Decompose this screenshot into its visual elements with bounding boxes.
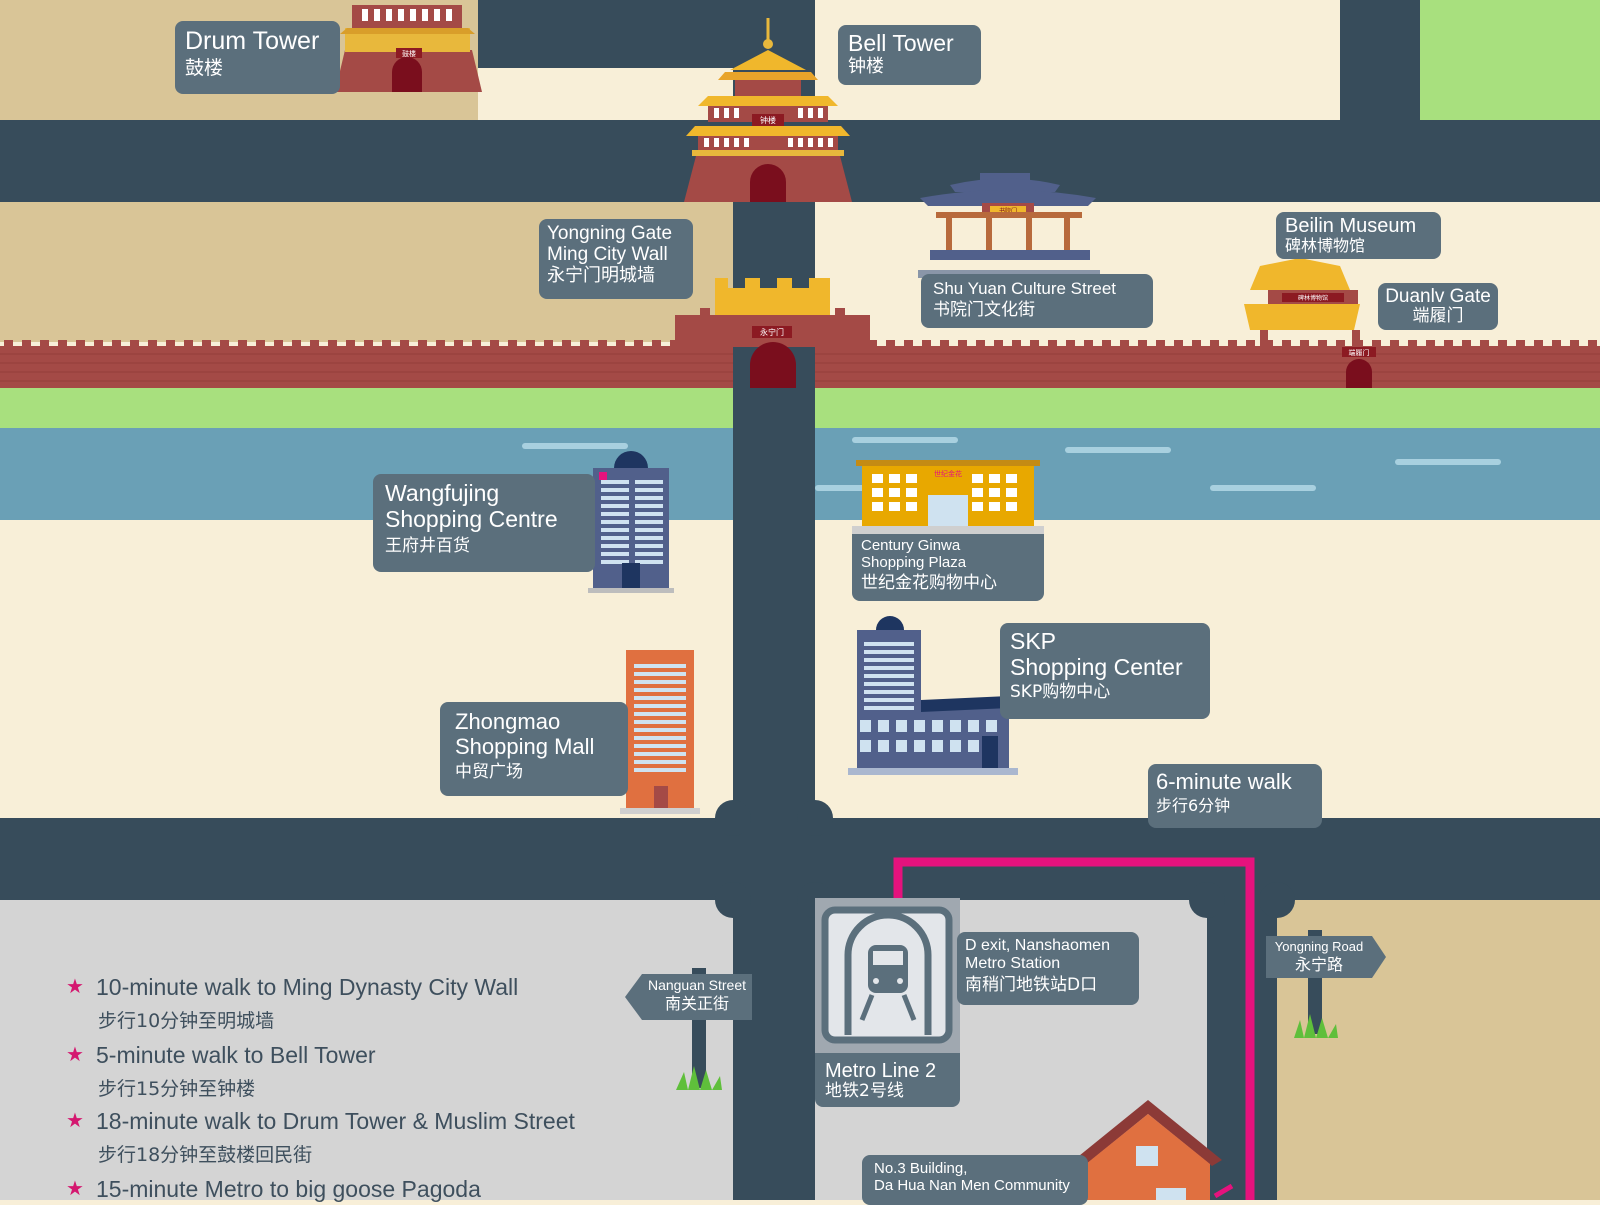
legend-item-en: 10-minute walk to Ming Dynasty City Wall bbox=[96, 974, 519, 1000]
nanguan-street-en: Nanguan Street bbox=[647, 977, 747, 993]
walk-6-zh: 步行6分钟 bbox=[1156, 795, 1231, 815]
yongning-gate-label: Yongning Gate Ming City Wall 永宁门明城墙 bbox=[539, 219, 693, 299]
svg-text:书院门: 书院门 bbox=[999, 207, 1017, 215]
shuyuan-label: Shu Yuan Culture Street 书院门文化街 bbox=[921, 274, 1153, 328]
century-ginwa-building: 世纪金花 bbox=[852, 460, 1044, 534]
road-right-vertical bbox=[1340, 0, 1420, 125]
svg-text:碑林博物馆: 碑林博物馆 bbox=[1298, 294, 1328, 302]
drum-tower-label: Drum Tower 鼓楼 bbox=[175, 21, 340, 94]
nanguan-street-sign: Nanguan Street 南关正街 bbox=[642, 974, 752, 1020]
zhongmao-name-en-1: Zhongmao bbox=[455, 709, 561, 734]
walk-6-label: 6-minute walk 步行6分钟 bbox=[1148, 764, 1322, 828]
wangfujing-name-en-2: Shopping Centre bbox=[385, 505, 558, 532]
legend-item-zh: 步行10分钟至明城墙 bbox=[98, 1010, 275, 1032]
metro-line-zh: 地铁2号线 bbox=[825, 1081, 904, 1102]
century-ginwa-name-zh: 世纪金花购物中心 bbox=[861, 572, 997, 593]
shuyuan-name-en: Shu Yuan Culture Street bbox=[933, 279, 1117, 298]
no3-building-en-1: No.3 Building, bbox=[874, 1160, 968, 1177]
metro-line-label: Metro Line 2 地铁2号线 bbox=[815, 1053, 960, 1107]
metro-icon bbox=[815, 898, 960, 1053]
metro-exit-zh: 南稍门地铁站D口 bbox=[965, 974, 1098, 995]
drum-tower-name-en: Drum Tower bbox=[185, 27, 320, 55]
beilin-museum-building: 碑林博物馆 bbox=[1244, 258, 1360, 346]
star-icon: ★ bbox=[66, 976, 84, 998]
century-ginwa-label: Century Ginwa Shopping Plaza 世纪金花购物中心 bbox=[852, 534, 1044, 601]
walk-6-en: 6-minute walk bbox=[1156, 769, 1292, 794]
beilin-name-en: Beilin Museum bbox=[1285, 215, 1417, 237]
yongning-gate-name-en-2: Ming City Wall bbox=[547, 244, 668, 266]
bell-tower-name-en: Bell Tower bbox=[848, 30, 954, 56]
svg-text:永宁门: 永宁门 bbox=[760, 327, 784, 337]
star-icon: ★ bbox=[66, 1044, 84, 1066]
no3-building-en-2: Da Hua Nan Men Community bbox=[874, 1176, 1070, 1194]
yongning-road-sign: Yongning Road 永宁路 bbox=[1266, 936, 1372, 978]
century-ginwa-name-en-2: Shopping Plaza bbox=[861, 553, 967, 571]
legend-item-zh: 步行18分钟至鼓楼回民街 bbox=[98, 1144, 313, 1166]
skp-label: SKP Shopping Center SKP购物中心 bbox=[1000, 623, 1210, 719]
duanlv-name-en: Duanlv Gate bbox=[1385, 286, 1491, 307]
nanguan-street-zh: 南关正街 bbox=[664, 993, 729, 1013]
metro-line-en: Metro Line 2 bbox=[825, 1060, 937, 1082]
road-lower-horizontal bbox=[0, 818, 1600, 900]
yongning-sign-arrow bbox=[1372, 936, 1386, 978]
nanguan-sign-arrow bbox=[625, 974, 642, 1020]
zhongmao-building bbox=[620, 650, 700, 814]
beilin-label: Beilin Museum 碑林博物馆 bbox=[1276, 212, 1441, 259]
walking-route bbox=[893, 857, 1255, 1200]
yongning-gate-building: 永宁门 bbox=[675, 278, 870, 388]
zhongmao-name-en-2: Shopping Mall bbox=[455, 733, 595, 759]
yongning-road-en: Yongning Road bbox=[1274, 939, 1364, 954]
star-icon: ★ bbox=[66, 1110, 84, 1132]
svg-text:鼓楼: 鼓楼 bbox=[402, 49, 416, 58]
legend-item-zh: 步行15分钟至钟楼 bbox=[98, 1078, 256, 1100]
wangfujing-building bbox=[588, 451, 674, 593]
metro-exit-label: D exit, Nanshaomen Metro Station 南稍门地铁站D… bbox=[957, 932, 1139, 1005]
no3-building-label: No.3 Building, Da Hua Nan Men Community bbox=[862, 1155, 1088, 1205]
wangfujing-label: Wangfujing Shopping Centre 王府井百货 bbox=[373, 474, 595, 572]
duanlv-label: Duanlv Gate 端履门 bbox=[1378, 283, 1498, 330]
metro-exit-en-2: Metro Station bbox=[965, 954, 1061, 972]
wangfujing-name-zh: 王府井百货 bbox=[385, 535, 470, 556]
wangfujing-name-en-1: Wangfujing bbox=[385, 480, 500, 506]
zhongmao-label: Zhongmao Shopping Mall 中贸广场 bbox=[440, 702, 628, 796]
yongning-gate-name-en-1: Yongning Gate bbox=[547, 223, 673, 244]
duanlv-gate-building: 端履门 bbox=[1342, 347, 1376, 388]
skp-name-en-1: SKP bbox=[1010, 628, 1057, 654]
bell-tower-building: 钟楼 bbox=[684, 18, 852, 202]
duanlv-name-zh: 端履门 bbox=[1412, 306, 1464, 327]
century-ginwa-name-en-1: Century Ginwa bbox=[861, 537, 961, 554]
legend-item-en: 15-minute Metro to big goose Pagoda bbox=[96, 1176, 481, 1202]
house-building bbox=[1074, 1100, 1222, 1200]
skp-building bbox=[848, 616, 1018, 775]
zhongmao-name-zh: 中贸广场 bbox=[455, 762, 523, 783]
beilin-name-zh: 碑林博物馆 bbox=[1285, 236, 1366, 256]
yongning-road-zh: 永宁路 bbox=[1294, 954, 1343, 974]
svg-text:钟楼: 钟楼 bbox=[760, 115, 776, 125]
road-bottom-right-vertical bbox=[1207, 900, 1277, 1200]
svg-text:端履门: 端履门 bbox=[1349, 348, 1370, 357]
skp-name-en-2: Shopping Center bbox=[1010, 653, 1183, 680]
shuyuan-name-zh: 书院门文化街 bbox=[933, 300, 1035, 321]
star-icon: ★ bbox=[66, 1178, 84, 1200]
yongning-gate-name-zh: 永宁门明城墙 bbox=[547, 264, 655, 286]
bell-tower-name-zh: 钟楼 bbox=[848, 55, 884, 77]
legend-item-en: 5-minute walk to Bell Tower bbox=[96, 1042, 376, 1068]
drum-tower-name-zh: 鼓楼 bbox=[185, 57, 224, 79]
bell-tower-label: Bell Tower 钟楼 bbox=[838, 25, 981, 85]
drum-tower-building: 鼓楼 bbox=[335, 5, 482, 92]
road-center-vertical bbox=[733, 342, 815, 1200]
svg-text:世纪金花: 世纪金花 bbox=[934, 469, 962, 478]
skp-name-zh: SKP购物中心 bbox=[1010, 681, 1111, 702]
road-top-left-connector bbox=[478, 0, 733, 68]
metro-exit-en-1: D exit, Nanshaomen bbox=[965, 937, 1110, 954]
legend-item-en: 18-minute walk to Drum Tower & Muslim St… bbox=[96, 1108, 575, 1134]
